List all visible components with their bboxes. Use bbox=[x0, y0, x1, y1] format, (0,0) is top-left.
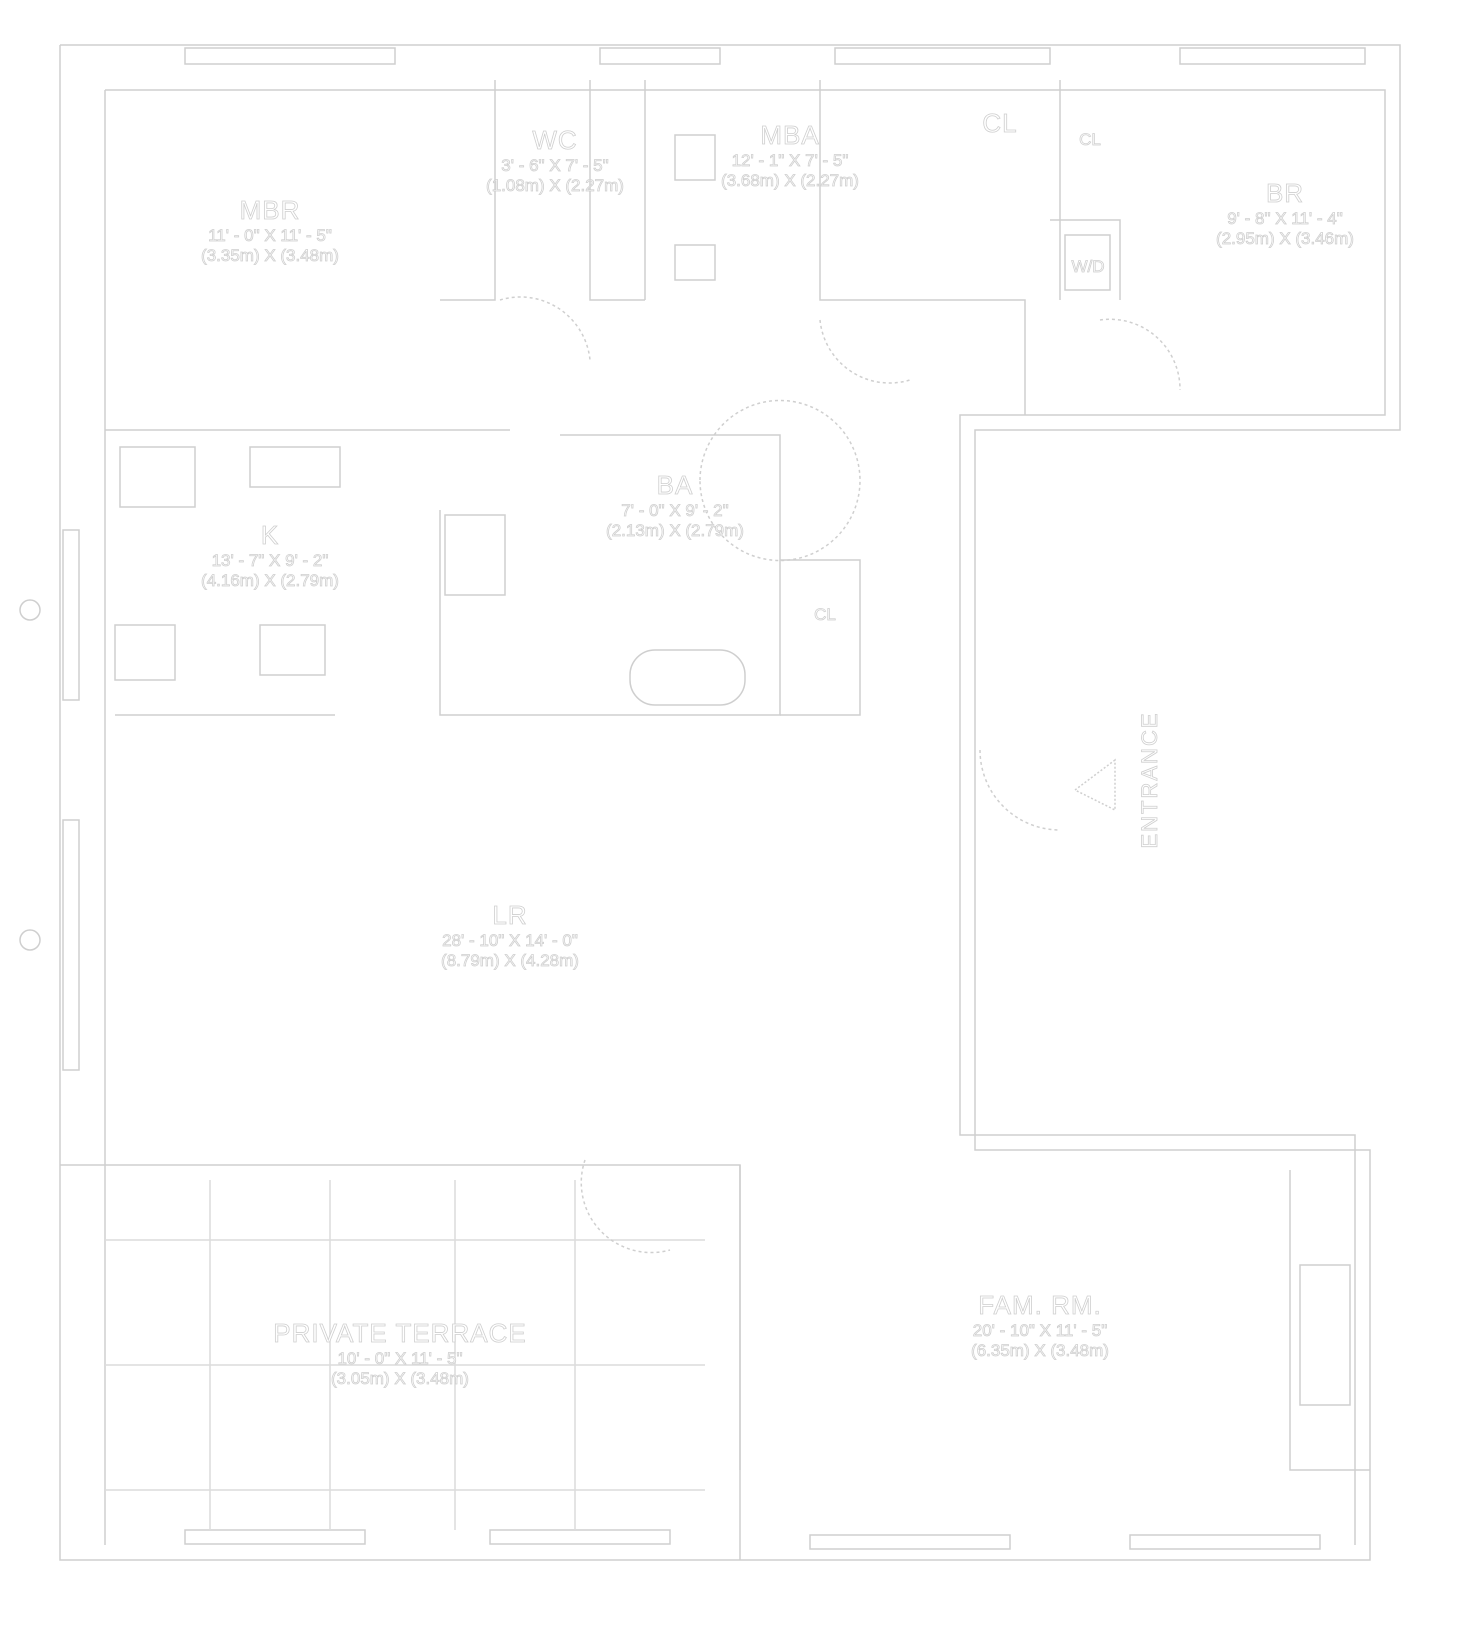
room-dim-imperial: 9' - 8" X 11' - 4" bbox=[1227, 209, 1343, 229]
room-dim-metric: (3.68m) X (2.27m) bbox=[721, 171, 860, 191]
entrance-label: ENTRANCE bbox=[1137, 711, 1163, 849]
interior-walls bbox=[60, 80, 1370, 1560]
room-dim-imperial: 28' - 10" X 14' - 0" bbox=[442, 931, 579, 951]
door-swings bbox=[499, 296, 1181, 1254]
room-name: LR bbox=[492, 900, 528, 931]
room-dim-metric: (1.08m) X (2.27m) bbox=[486, 176, 625, 196]
room-cl: CL bbox=[982, 108, 1017, 139]
room-dim-imperial: 20' - 10" X 11' - 5" bbox=[972, 1321, 1108, 1341]
room-dim-imperial: 12' - 1" X 7' - 5" bbox=[731, 151, 849, 171]
fixtures bbox=[114, 134, 1351, 1406]
room-name: CL bbox=[814, 605, 837, 625]
column-marks bbox=[19, 599, 41, 951]
entrance-arrow-icon bbox=[1073, 758, 1116, 812]
room-dim-metric: (3.05m) X (3.48m) bbox=[331, 1369, 470, 1389]
room-name: MBA bbox=[760, 120, 820, 151]
terrace-grid bbox=[105, 1180, 705, 1530]
room-terrace: PRIVATE TERRACE 10' - 0" X 11' - 5" (3.0… bbox=[273, 1318, 526, 1389]
room-cl: CL bbox=[1079, 130, 1102, 150]
room-fam: FAM. RM. 20' - 10" X 11' - 5" (6.35m) X … bbox=[971, 1290, 1110, 1361]
exterior-walls bbox=[59, 44, 1401, 1561]
room-name: W/D bbox=[1071, 257, 1105, 277]
room-dim-metric: (2.13m) X (2.79m) bbox=[606, 521, 745, 541]
room-ba: BA 7' - 0" X 9' - 2" (2.13m) X (2.79m) bbox=[606, 470, 745, 541]
room-name: BR bbox=[1265, 178, 1305, 209]
room-cl: CL bbox=[814, 605, 837, 625]
room-name: CL bbox=[1079, 130, 1102, 150]
room-dim-metric: (4.16m) X (2.79m) bbox=[201, 571, 340, 591]
room-name: BA bbox=[656, 470, 694, 501]
room-br: BR 9' - 8" X 11' - 4" (2.95m) X (3.46m) bbox=[1216, 178, 1355, 249]
windows bbox=[62, 47, 1366, 1550]
room-dim-imperial: 10' - 0" X 11' - 5" bbox=[337, 1349, 463, 1369]
room-name: WC bbox=[532, 125, 578, 156]
room-dim-metric: (2.95m) X (3.46m) bbox=[1216, 229, 1355, 249]
room-name: FAM. RM. bbox=[978, 1290, 1102, 1321]
room-name: K bbox=[260, 520, 280, 551]
room-dim-metric: (6.35m) X (3.48m) bbox=[971, 1341, 1110, 1361]
room-dim-metric: (3.35m) X (3.48m) bbox=[201, 246, 340, 266]
room-name: MBR bbox=[239, 195, 301, 226]
room-mbr: MBR 11' - 0" X 11' - 5" (3.35m) X (3.48m… bbox=[201, 195, 340, 266]
room-dim-metric: (8.79m) X (4.28m) bbox=[441, 951, 580, 971]
room-dim-imperial: 13' - 7" X 9' - 2" bbox=[211, 551, 329, 571]
room-wd: W/D bbox=[1071, 257, 1105, 277]
room-lr: LR 28' - 10" X 14' - 0" (8.79m) X (4.28m… bbox=[441, 900, 580, 971]
room-dim-imperial: 7' - 0" X 9' - 2" bbox=[621, 501, 729, 521]
room-k: K 13' - 7" X 9' - 2" (4.16m) X (2.79m) bbox=[201, 520, 340, 591]
room-name: PRIVATE TERRACE bbox=[273, 1318, 527, 1349]
room-dim-imperial: 11' - 0" X 11' - 5" bbox=[208, 226, 333, 246]
room-mba: MBA 12' - 1" X 7' - 5" (3.68m) X (2.27m) bbox=[721, 120, 860, 191]
room-wc: WC 3' - 6" X 7' - 5" (1.08m) X (2.27m) bbox=[486, 125, 625, 196]
room-name: CL bbox=[982, 108, 1018, 139]
room-dim-imperial: 3' - 6" X 7' - 5" bbox=[501, 156, 609, 176]
